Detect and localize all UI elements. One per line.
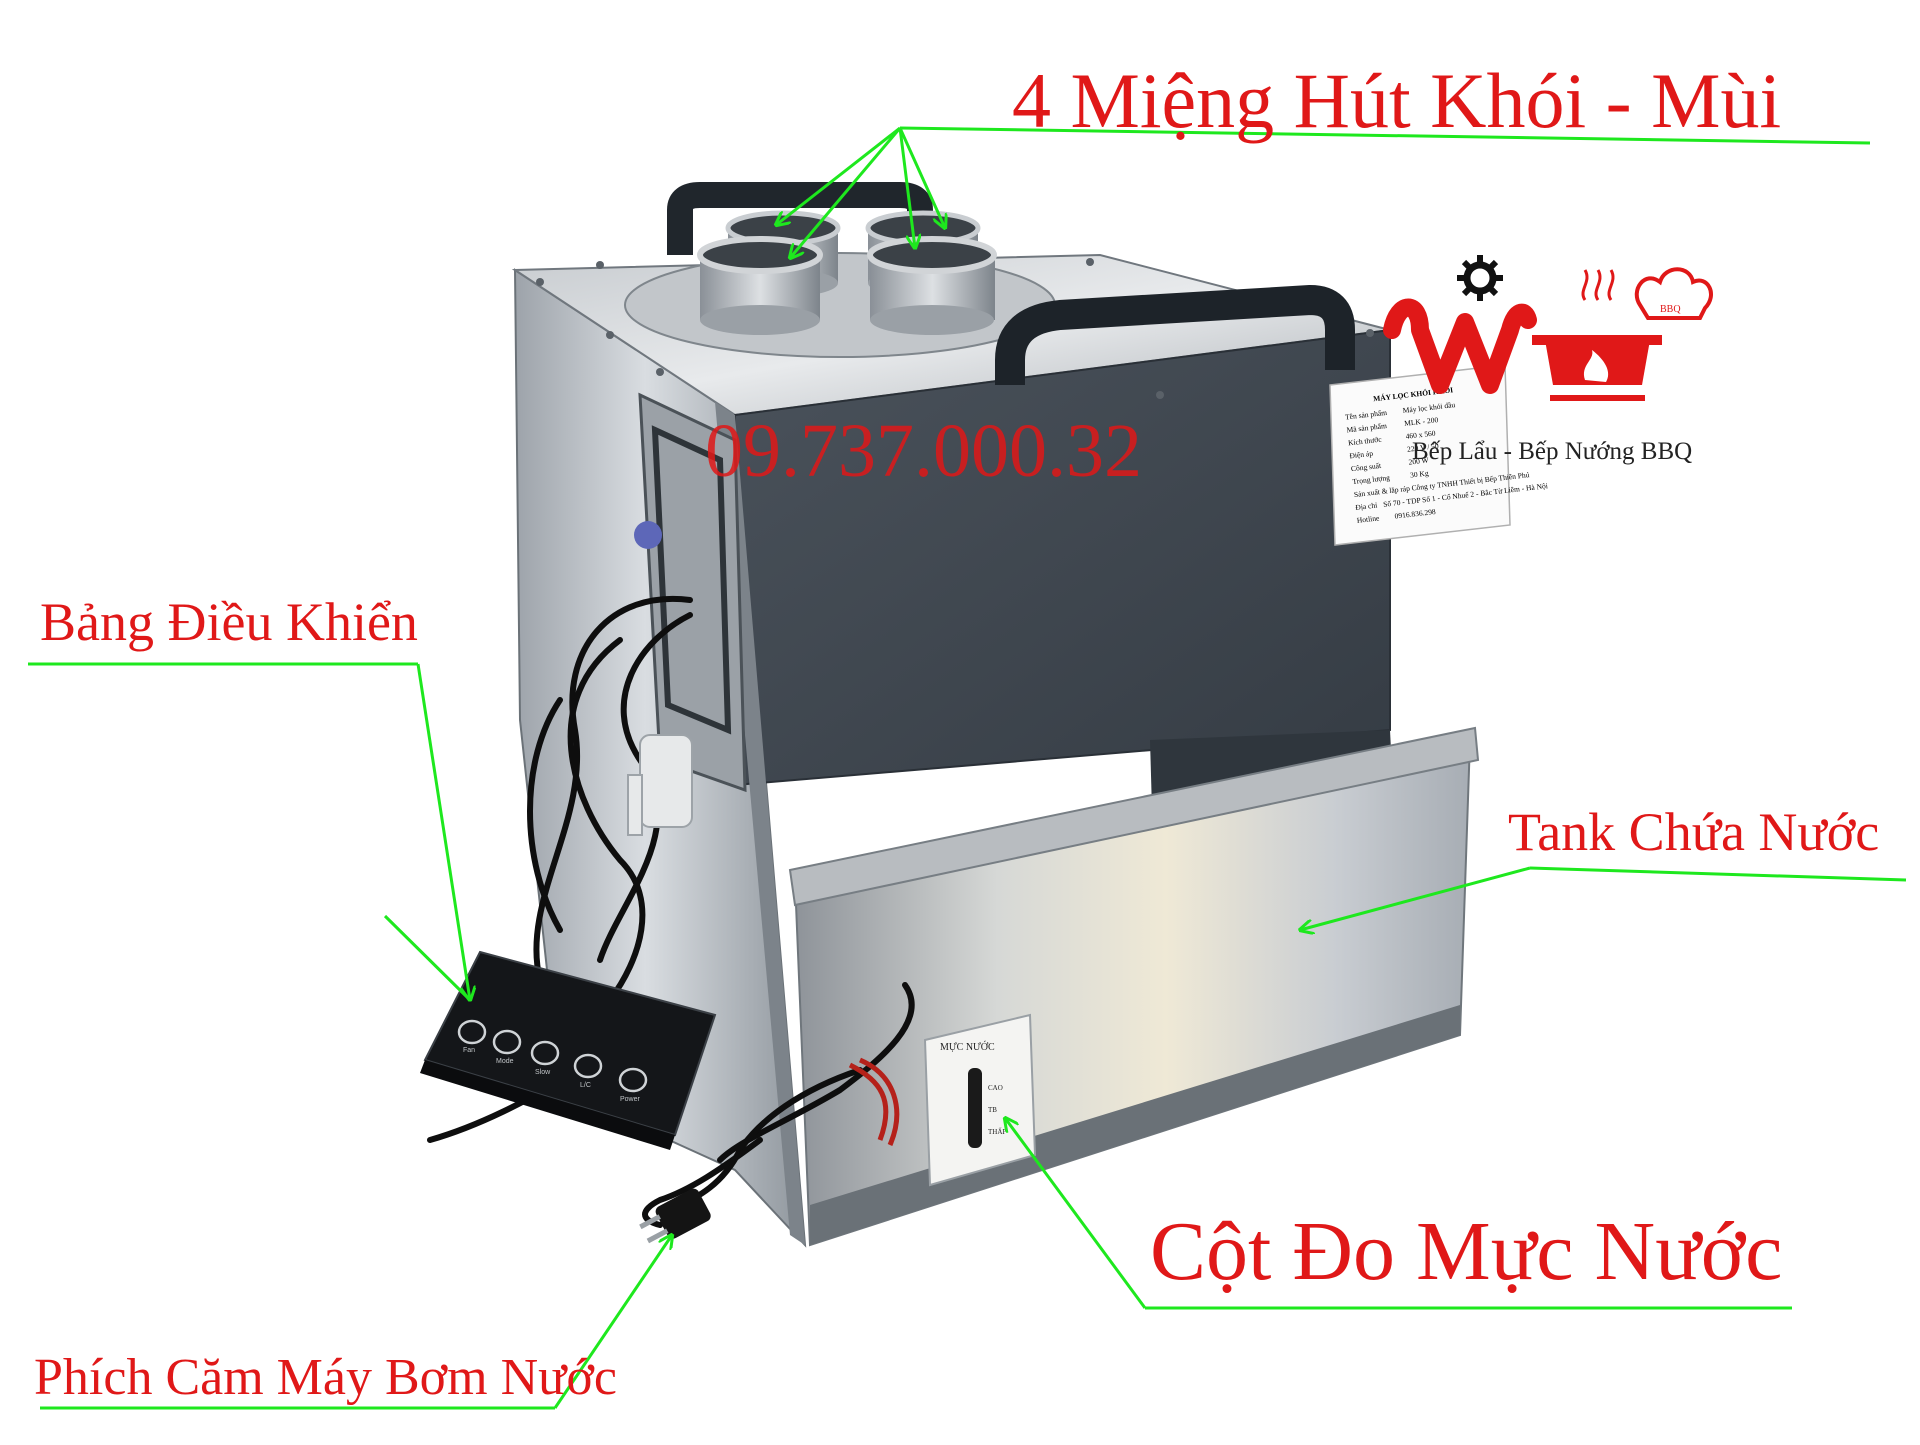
- steam-icon: [1581, 269, 1615, 301]
- phone-watermark: 09.737.000.32: [705, 409, 1142, 493]
- btn-lc-label: L/C: [580, 1082, 591, 1089]
- plate-row-8-key: Hotline: [1356, 513, 1380, 525]
- water-tank: [788, 726, 1480, 1247]
- water-level-column-label: Cột Đo Mực Nước: [1150, 1205, 1783, 1298]
- control-panel: [420, 950, 717, 1150]
- btn-mode-label: Mode: [496, 1058, 514, 1065]
- plate-row-4-key: Công suất: [1350, 461, 1382, 473]
- btn-fan-label: Fan: [463, 1047, 475, 1054]
- smoke-inlets-label: 4 Miệng Hút Khói - Mùi: [1012, 57, 1782, 144]
- suction-pipes: [697, 210, 997, 335]
- gauge-text: MỰC NƯỚC CAO TB THẤP: [940, 1041, 1006, 1136]
- plate-row-1-val: MLK - 200: [1404, 415, 1439, 428]
- brand-w-mark: [1383, 298, 1537, 394]
- pump-red-wires: [848, 1057, 900, 1146]
- plate-row-2-key: Kích thước: [1348, 435, 1383, 448]
- water-tank-label: Tank Chứa Nước: [1508, 802, 1880, 862]
- plate-row-5-key: Trọng lượng: [1352, 473, 1391, 486]
- brand-logo: BBQ: [1383, 255, 1713, 401]
- btn-power-label: Power: [620, 1096, 641, 1103]
- pot-icon: [1532, 335, 1662, 401]
- plate-row-2-val: 460 x 560: [1405, 428, 1436, 440]
- plate-row-7-key: Địa chỉ: [1355, 501, 1378, 512]
- pump-plug-label: Phích Căm Máy Bơm Nước: [34, 1349, 617, 1406]
- chef-hat-text: BBQ: [1660, 304, 1681, 315]
- gauge-mid: TB: [988, 1106, 997, 1114]
- control-buttons: [457, 1019, 648, 1093]
- control-panel-label: Bảng Điều Khiển: [40, 592, 418, 652]
- plate-row-3-val: 220 V / 50: [1407, 441, 1440, 454]
- chef-hat-icon: BBQ: [1634, 267, 1713, 320]
- plate-row-5-val: 30 Kg: [1410, 469, 1430, 480]
- btn-slow-label: Slow: [535, 1069, 551, 1076]
- water-level-gauge: [923, 1013, 1037, 1187]
- plate-row-4-val: 200 W: [1408, 455, 1430, 466]
- annotation-arrows: [28, 126, 1907, 1410]
- plate-row-3-key: Điện áp: [1349, 449, 1374, 461]
- gauge-low: THẤP: [988, 1128, 1006, 1136]
- gauge-high: CAO: [988, 1084, 1003, 1092]
- gear-icon: [1457, 255, 1503, 301]
- brand-tagline: Bếp Lẩu - Bếp Nướng BBQ: [1412, 438, 1693, 465]
- carry-handles: [667, 182, 1355, 385]
- white-power-plug: [627, 734, 693, 836]
- control-button-labels: Fan Mode Slow L/C Power: [463, 1047, 641, 1103]
- gauge-title: MỰC NƯỚC: [940, 1041, 995, 1053]
